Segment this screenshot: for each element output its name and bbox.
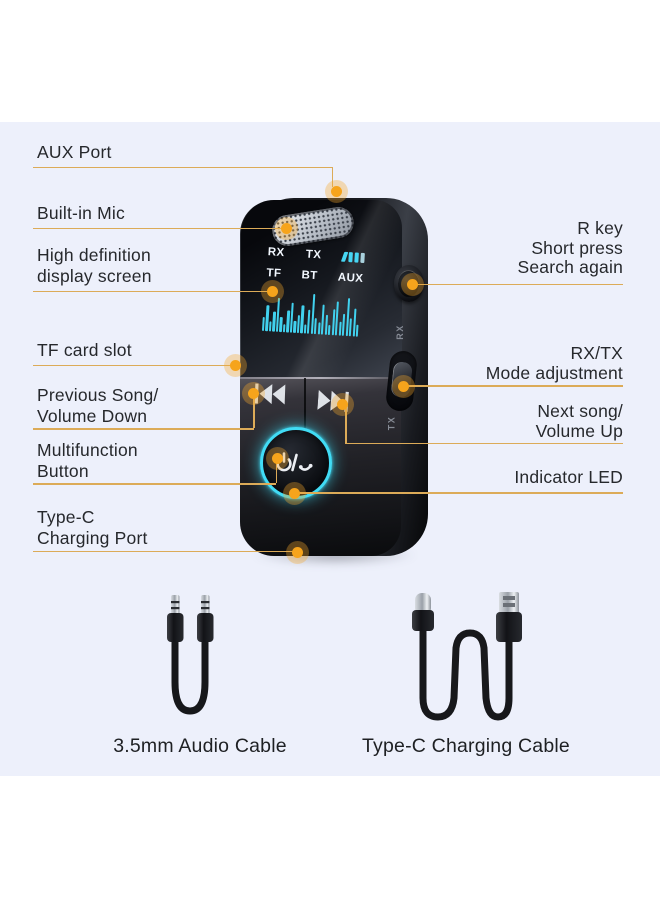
callout-next-song: Next song/ Volume Up [535, 401, 623, 441]
typec-cable-art [412, 592, 522, 721]
display-screen: RX TX TF BT AUX [259, 246, 368, 352]
dot-r-key [406, 278, 418, 290]
callout-multifunction-button: Multifunction Button [37, 440, 138, 481]
callout-aux-port: AUX Port [37, 142, 112, 162]
screen-bt-label: BT [301, 269, 319, 283]
leader-next-v [345, 408, 347, 443]
leader-rkey [416, 283, 623, 286]
screen-rx-label: RX [267, 246, 285, 260]
dot-typec-port [291, 546, 303, 558]
dot-indicator-led [288, 487, 300, 499]
leader-typec [33, 550, 295, 553]
next-track-icon [317, 389, 349, 412]
dot-aux-port [330, 185, 342, 197]
leader-screen [33, 290, 269, 293]
leader-prev-v [253, 397, 255, 428]
callout-typec-charging-port: Type-C Charging Port [37, 507, 148, 548]
dot-rx-tx-mode [397, 380, 409, 392]
leader-aux [33, 166, 333, 169]
screen-aux-label: AUX [337, 271, 364, 285]
leader-mfb [33, 483, 276, 485]
screen-tf-label: TF [266, 267, 282, 280]
dot-display-screen [266, 285, 278, 297]
callout-previous-song: Previous Song/ Volume Down [37, 385, 159, 426]
leader-mic [33, 227, 283, 230]
callout-indicator-led: Indicator LED [514, 467, 623, 487]
leader-prev [33, 428, 254, 430]
leader-tf [33, 364, 232, 367]
leader-next [345, 442, 623, 445]
battery-level-icon [340, 251, 365, 264]
leader-mode [406, 385, 623, 387]
screen-status-row-2: TF BT AUX [263, 267, 367, 285]
side-rx-label: RX [394, 324, 405, 340]
callout-r-key: R key Short press Search again [517, 218, 623, 277]
leader-aux-v [331, 167, 334, 187]
callout-tf-card-slot: TF card slot [37, 340, 132, 360]
dot-next-song [336, 398, 348, 410]
side-tx-label: TX [386, 415, 397, 431]
dot-built-in-mic [280, 222, 292, 234]
previous-track-icon [254, 383, 286, 405]
device-screen-bezel [240, 200, 402, 377]
audio-cable-art [167, 595, 214, 715]
callout-built-in-mic: Built-in Mic [37, 203, 125, 223]
leader-mfb-v [275, 461, 278, 483]
dot-multifunction [271, 452, 283, 464]
callout-rx-tx-mode: RX/TX Mode adjustment [485, 343, 623, 383]
dot-previous-song [247, 387, 259, 399]
callout-display-screen: High definition display screen [37, 245, 152, 286]
typec-cable-label: Type-C Charging Cable [362, 735, 570, 757]
accessory-cables-art [167, 592, 522, 721]
device-seam [304, 378, 306, 432]
dot-tf-card-slot [229, 359, 241, 371]
screen-tx-label: TX [305, 248, 322, 262]
power-phone-icon [276, 452, 313, 472]
audio-cable-label: 3.5mm Audio Cable [113, 735, 287, 757]
leader-led [297, 492, 623, 494]
